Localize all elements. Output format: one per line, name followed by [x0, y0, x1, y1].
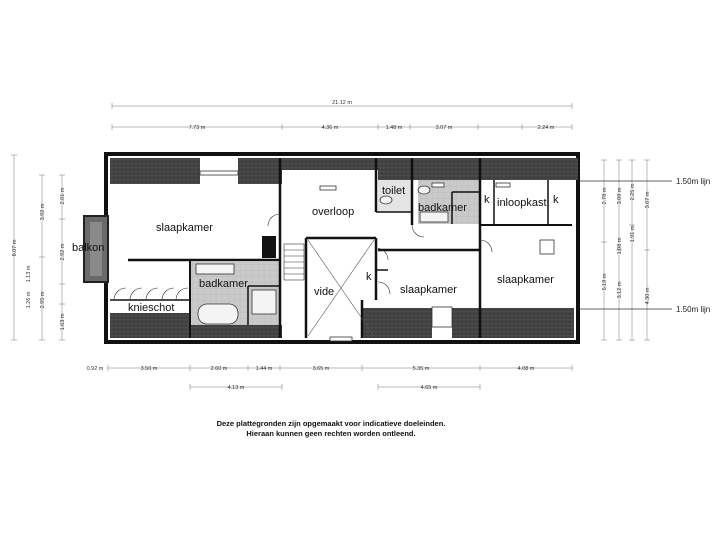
dim-left-8: 1.63 m	[60, 313, 66, 330]
dim-right-8: 3.12 m	[617, 281, 623, 298]
dim-right-1: 2.78 m	[602, 187, 608, 204]
disclaimer-line-1: Deze plattegronden zijn opgemaakt voor i…	[216, 419, 446, 428]
stairs	[283, 243, 305, 281]
room-overloop: overloop	[312, 206, 354, 218]
sanitary-fixtures	[195, 185, 449, 325]
dim-top-total: 21.12 m	[332, 100, 352, 106]
dim-left-5: 1.26 m	[26, 291, 32, 308]
dim-top-5: 2.24 m	[538, 125, 555, 131]
dim-left-1: 8.07 m	[12, 239, 18, 256]
toilet-icon	[379, 195, 393, 205]
room-badkamer-1: badkamer	[418, 202, 467, 214]
room-slaapkamer-1: slaapkamer	[156, 222, 213, 234]
vide-void	[307, 239, 375, 337]
dim-bottom-5: 3.65 m	[313, 366, 330, 372]
door-swings	[267, 213, 493, 295]
bottom-dimensions	[107, 365, 573, 390]
room-balkon: balkon	[72, 242, 104, 254]
right-dimensions	[601, 159, 650, 341]
dim-bottom-sub-2: 4.65 m	[421, 385, 438, 391]
room-slaapkamer-3: slaapkamer	[497, 274, 554, 286]
dim-top-3: 1.48 m	[386, 125, 403, 131]
dim-right-4: 3.67 m	[645, 191, 651, 208]
room-slaapkamer-2: slaapkamer	[400, 284, 457, 296]
room-k-2: k	[553, 194, 559, 206]
room-k-3: k	[366, 271, 372, 283]
dim-bottom-1: 0.92 m	[87, 366, 104, 372]
dim-bottom-2: 3.50 m	[141, 366, 158, 372]
dim-left-2: 3.92 m	[40, 203, 46, 220]
dim-bottom-7: 4.08 m	[518, 366, 535, 372]
room-vide: vide	[314, 286, 334, 298]
room-knieschot: knieschot	[128, 302, 174, 314]
dim-bottom-sub-1: 4.13 m	[228, 385, 245, 391]
windows	[199, 170, 555, 342]
vanity-icon	[419, 211, 449, 223]
wc-icon	[417, 185, 431, 195]
dim-top-1: 7.73 m	[189, 125, 206, 131]
dim-right-5: 1.08 m	[617, 237, 623, 254]
room-badkamer-2: badkamer	[199, 278, 248, 290]
dim-bottom-4: 1.44 m	[256, 366, 273, 372]
dim-left-7: 2.95 m	[40, 291, 46, 308]
bathtub-icon	[197, 303, 239, 325]
shower-icon	[251, 289, 277, 315]
dim-top-2: 4.36 m	[322, 125, 339, 131]
dim-top-4: 3.07 m	[436, 125, 453, 131]
height-line-top-label: 1.50m lijn	[676, 177, 710, 186]
dim-left-6: 1.13 m	[26, 265, 32, 282]
height-line-bottom-label: 1.50m lijn	[676, 305, 710, 314]
disclaimer-line-2: Hieraan kunnen geen rechten worden ontle…	[246, 429, 416, 438]
dim-bottom-3: 2.60 m	[211, 366, 228, 372]
sink-icon	[195, 263, 235, 275]
interior-walls	[110, 158, 572, 338]
room-toilet: toilet	[382, 185, 405, 197]
room-k-1: k	[484, 194, 490, 206]
dim-right-6: 1.91 m	[630, 225, 636, 242]
left-dimensions	[11, 154, 65, 341]
top-dimensions	[111, 103, 573, 130]
dim-right-3: 2.25 m	[630, 183, 636, 200]
height-lines	[572, 180, 672, 310]
chimney	[262, 236, 276, 258]
dim-left-3: 2.01 m	[60, 187, 66, 204]
knieschot-doors	[113, 287, 189, 301]
dim-right-2: 3.09 m	[617, 187, 623, 204]
dim-bottom-6: 5.35 m	[413, 366, 430, 372]
room-inloopkast: inloopkast	[497, 197, 547, 209]
dim-right-7: 5.19 m	[602, 273, 608, 290]
dim-right-9: 4.30 m	[645, 287, 651, 304]
dim-left-4: 2.92 m	[60, 243, 66, 260]
